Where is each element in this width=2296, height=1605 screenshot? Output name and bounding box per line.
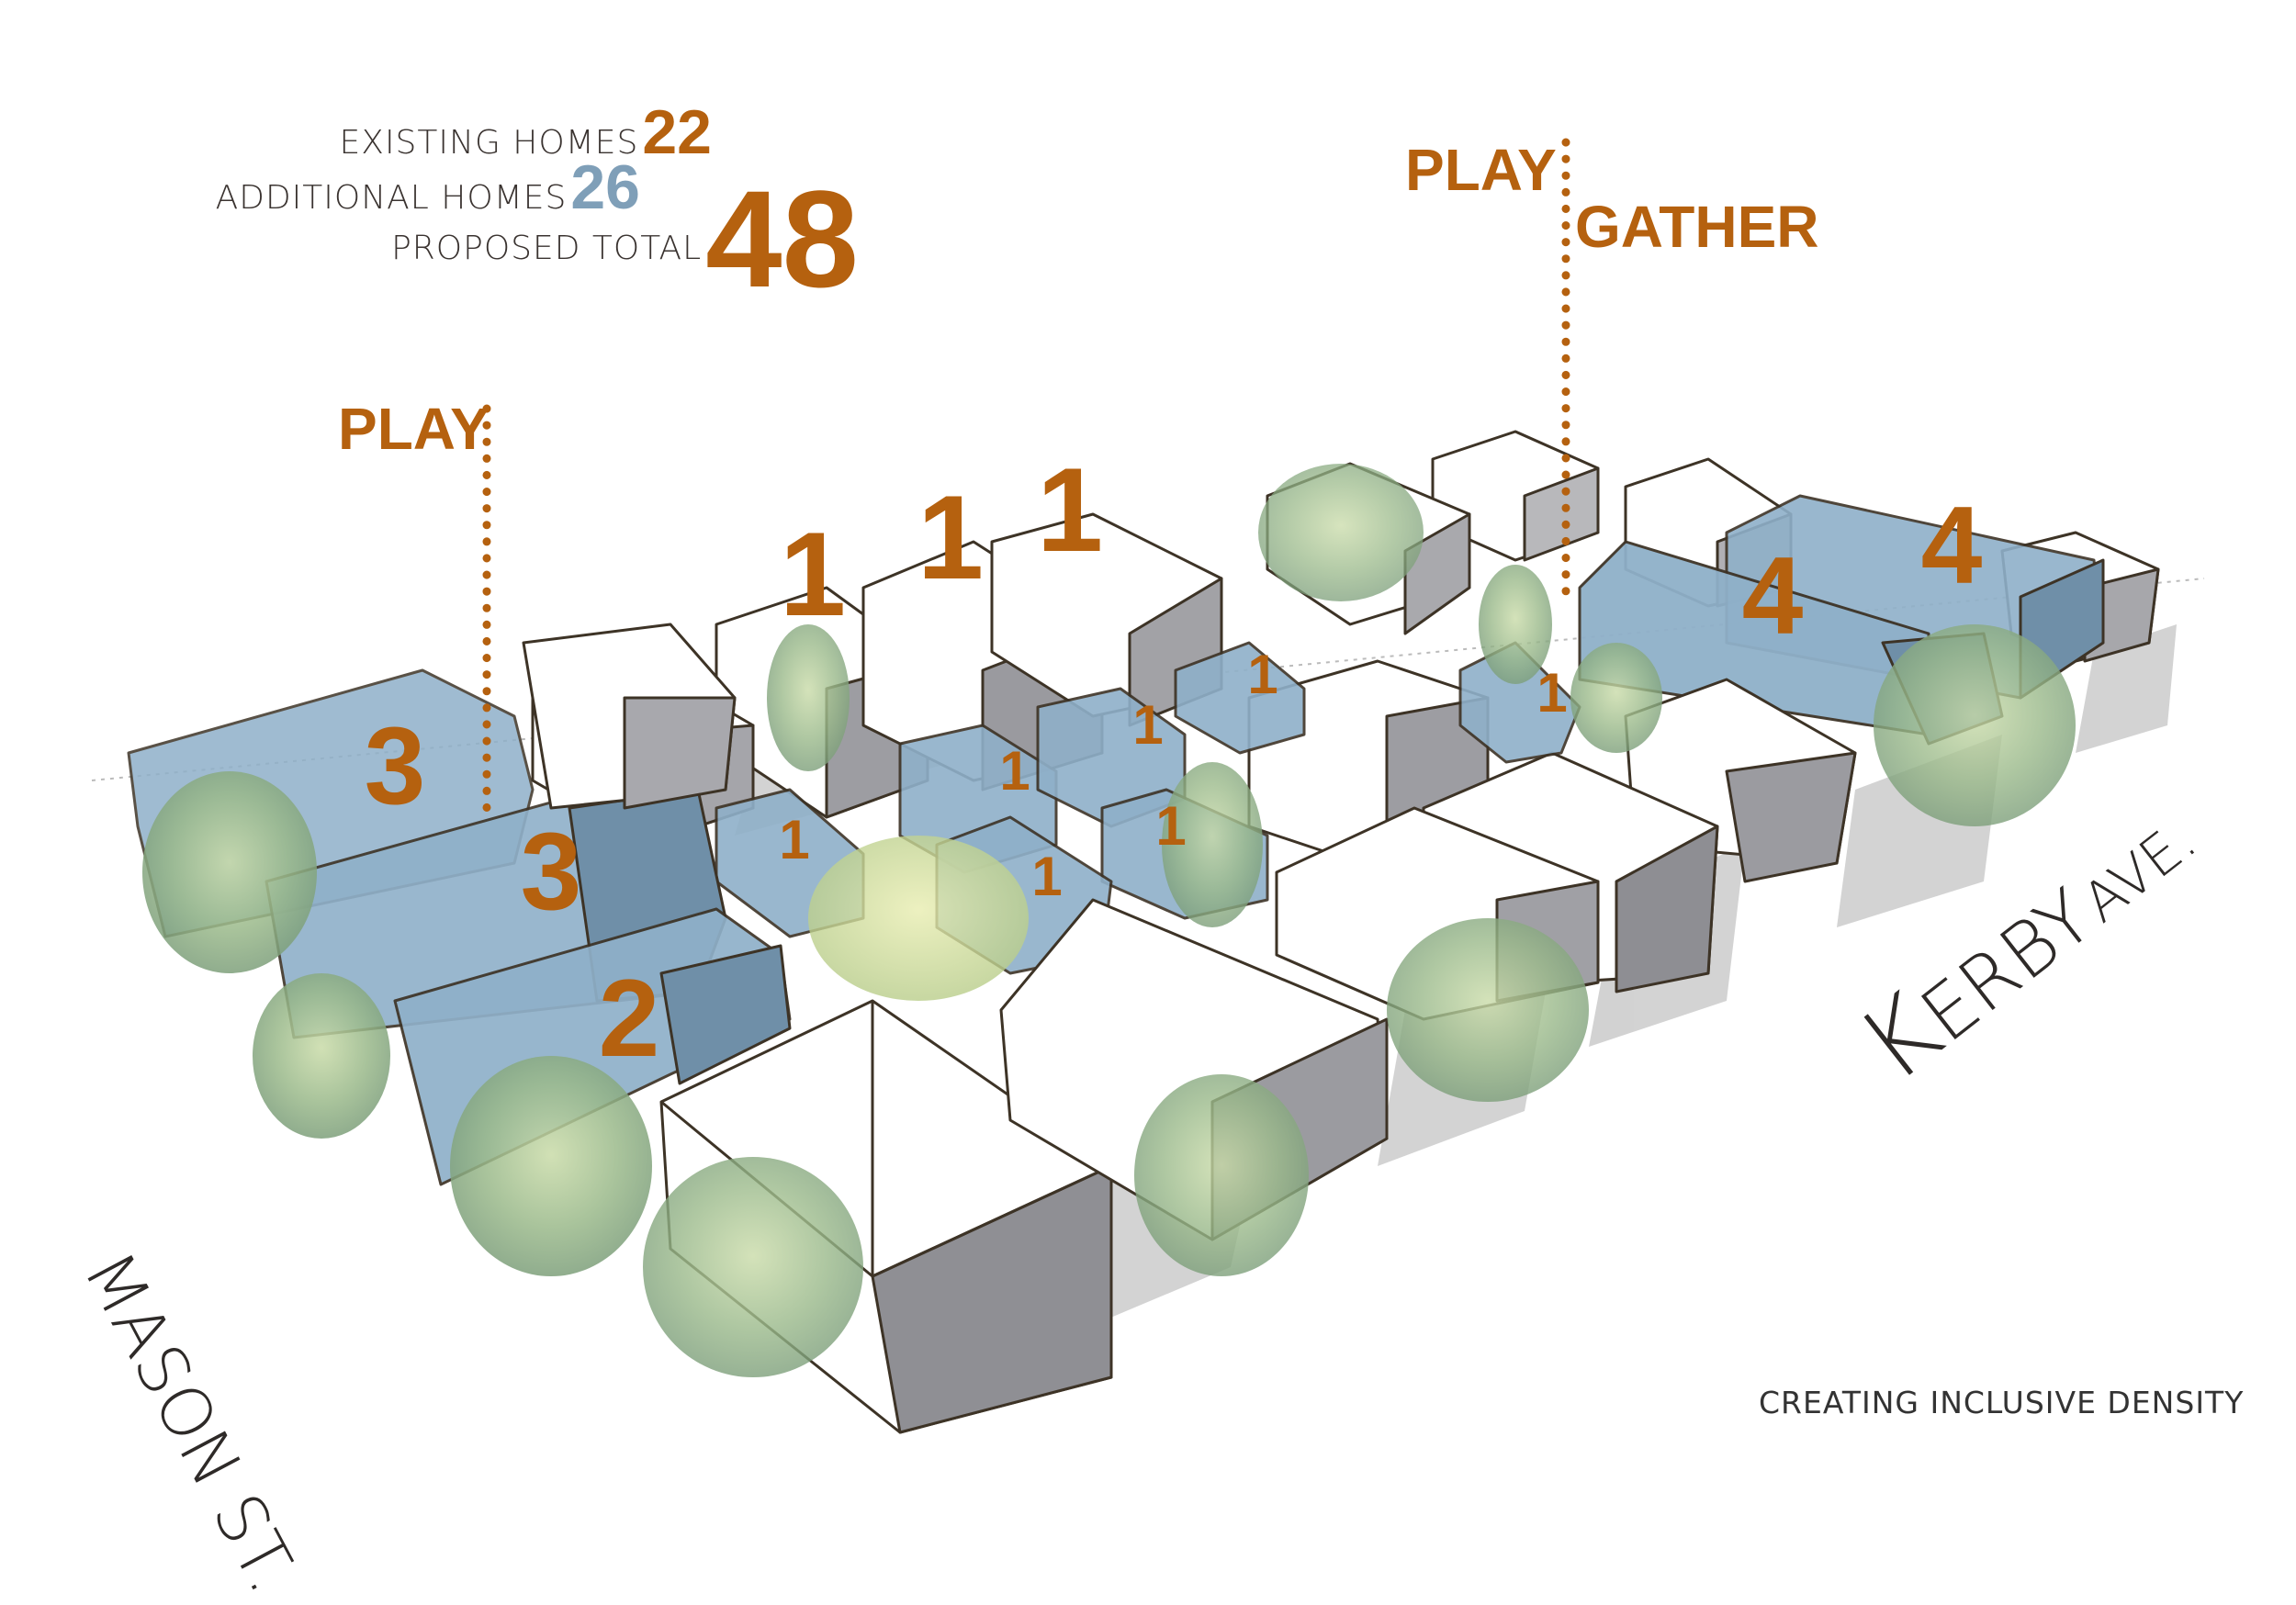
additional-homes-stat: ADDITIONAL HOMES 26 bbox=[216, 152, 640, 223]
existing-homes-value: 22 bbox=[642, 97, 712, 167]
mason-street-suffix: ST. bbox=[197, 1481, 313, 1605]
unit-count-3b: 3 bbox=[521, 810, 582, 933]
unit-count-4a: 4 bbox=[1742, 534, 1804, 657]
diagram-caption: CREATING INCLUSIVE DENSITY bbox=[1759, 1385, 2245, 1420]
proposed-total-label: PROPOSED TOTAL bbox=[391, 230, 703, 267]
unit-count-1i: 1 bbox=[1031, 846, 1062, 907]
unit-count-1f: 1 bbox=[999, 740, 1030, 802]
gather-label: GATHER bbox=[1575, 194, 1819, 260]
play-left-label: PLAY bbox=[338, 396, 490, 462]
unit-count-1h: 1 bbox=[1155, 795, 1186, 857]
proposed-total-value: 48 bbox=[705, 162, 859, 316]
additional-homes-value: 26 bbox=[570, 152, 640, 222]
additional-homes-label: ADDITIONAL HOMES bbox=[215, 179, 568, 217]
existing-homes-label: EXISTING HOMES bbox=[339, 124, 639, 162]
unit-count-1d: 1 bbox=[1247, 644, 1277, 705]
existing-homes-stat: EXISTING HOMES 22 bbox=[340, 96, 712, 168]
unit-count-3a: 3 bbox=[365, 704, 426, 827]
back-house-1 bbox=[1431, 430, 1600, 562]
unit-count-1c: 1 bbox=[1037, 443, 1103, 577]
unit-count-2: 2 bbox=[599, 957, 660, 1080]
unit-count-4b: 4 bbox=[1921, 484, 1983, 607]
unit-count-1a: 1 bbox=[780, 507, 846, 641]
proposed-total-stat: PROPOSED TOTAL 48 bbox=[391, 170, 859, 308]
unit-count-labels: 3 3 2 1 1 1 1 1 1 1 1 1 1 4 4 bbox=[365, 443, 1983, 1080]
site-axonometric-drawing: 3 3 2 1 1 1 1 1 1 1 1 1 1 4 4 bbox=[91, 138, 2205, 1434]
play-right-label: PLAY bbox=[1405, 137, 1557, 203]
trees bbox=[142, 464, 2076, 1377]
unit-count-1j: 1 bbox=[1536, 662, 1567, 724]
site-diagram: 3 3 2 1 1 1 1 1 1 1 1 1 1 4 4 EXISTING H… bbox=[68, 96, 2245, 1605]
unit-count-1b: 1 bbox=[917, 470, 984, 604]
unit-count-1e: 1 bbox=[1132, 694, 1163, 756]
unit-count-1g: 1 bbox=[779, 809, 809, 870]
